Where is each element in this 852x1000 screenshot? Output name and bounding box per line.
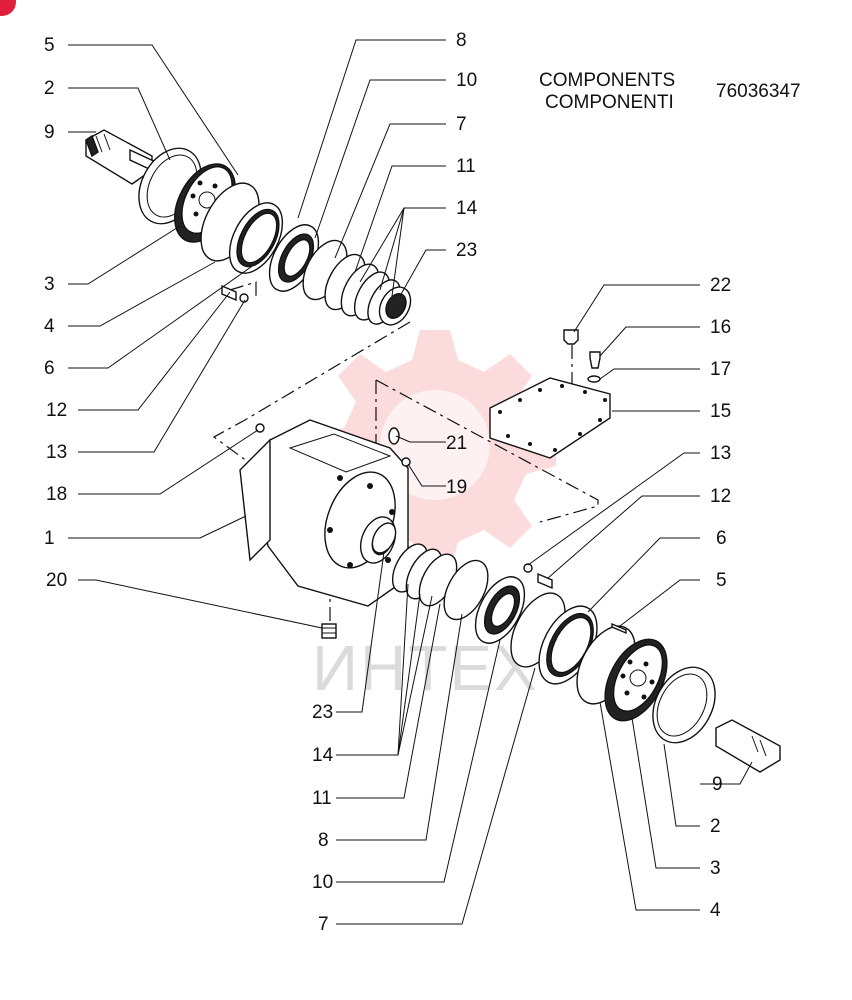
- callout-13-top: 13: [46, 442, 67, 463]
- title-components: COMPONENTS: [539, 70, 675, 91]
- lower-shaft-9: [715, 719, 781, 773]
- callout-11-bottom: 11: [312, 788, 332, 809]
- plug-20: [321, 623, 337, 639]
- callout-18: 18: [46, 484, 67, 505]
- callout-7-bottom: 7: [318, 914, 329, 935]
- callout-12-bottom: 12: [710, 486, 731, 507]
- callout-14-bottom: 14: [312, 745, 334, 766]
- leader-lines: [68, 39, 753, 925]
- corner-badge: [0, 0, 16, 16]
- callout-1: 1: [44, 528, 55, 549]
- callout-10-bottom: 10: [312, 872, 333, 893]
- watermark-text: ИНТЕХ: [312, 632, 539, 704]
- callout-6-top: 6: [44, 358, 55, 379]
- callout-23-top: 23: [456, 240, 477, 261]
- callout-3-top: 3: [44, 274, 55, 295]
- lower-seal-7-10: [443, 559, 489, 621]
- callout-9-top: 9: [44, 122, 55, 143]
- callout-9-bottom: 9: [712, 774, 723, 795]
- cover-plate-15: [489, 377, 611, 459]
- callout-7-top: 7: [456, 114, 467, 135]
- lower-bearing-23: [371, 522, 397, 554]
- callout-2-bottom: 2: [710, 816, 721, 837]
- dipstick-22-bolt-16-washer-17: [563, 329, 601, 383]
- callout-13-bottom: 13: [710, 443, 731, 464]
- callout-22: 22: [710, 275, 731, 296]
- callout-23-bottom: 23: [312, 702, 333, 723]
- lower-bolts-12-13-pin-5: [523, 563, 627, 635]
- callout-8-top: 8: [456, 30, 467, 51]
- upper-bolts-12-13: [221, 284, 249, 303]
- part-number: 76036347: [716, 81, 801, 102]
- callout-5-bottom: 5: [716, 570, 727, 591]
- callout-6-bottom: 6: [716, 528, 727, 549]
- callout-14-top: 14: [456, 198, 478, 219]
- callout-5-top: 5: [44, 35, 55, 56]
- callout-15: 15: [710, 401, 731, 422]
- callout-4-top: 4: [44, 316, 55, 337]
- callout-8-bottom: 8: [318, 830, 329, 851]
- upper-bearing-23: [378, 286, 412, 326]
- callout-16: 16: [710, 317, 731, 338]
- callout-3-bottom: 3: [710, 858, 721, 879]
- title-componenti: COMPONENTI: [545, 92, 674, 113]
- callout-21: 21: [446, 433, 467, 454]
- callout-12-top: 12: [46, 400, 67, 421]
- callout-20: 20: [46, 570, 67, 591]
- callout-4-bottom: 4: [710, 900, 721, 921]
- lower-cover-2: [652, 666, 716, 744]
- callout-17: 17: [710, 359, 731, 380]
- lower-piston-8: [474, 576, 526, 644]
- callout-labels: 5 2 9 3 4 6 12 13 18 1 20 8 10 7 11 14 2…: [44, 30, 731, 935]
- lower-disc-3: [604, 638, 668, 722]
- callout-2-top: 2: [44, 78, 55, 99]
- callout-11-top: 11: [456, 156, 476, 177]
- upper-ring-6: [228, 202, 284, 274]
- callout-19: 19: [446, 477, 467, 498]
- housing-1: [239, 419, 409, 607]
- callout-10-top: 10: [456, 70, 477, 91]
